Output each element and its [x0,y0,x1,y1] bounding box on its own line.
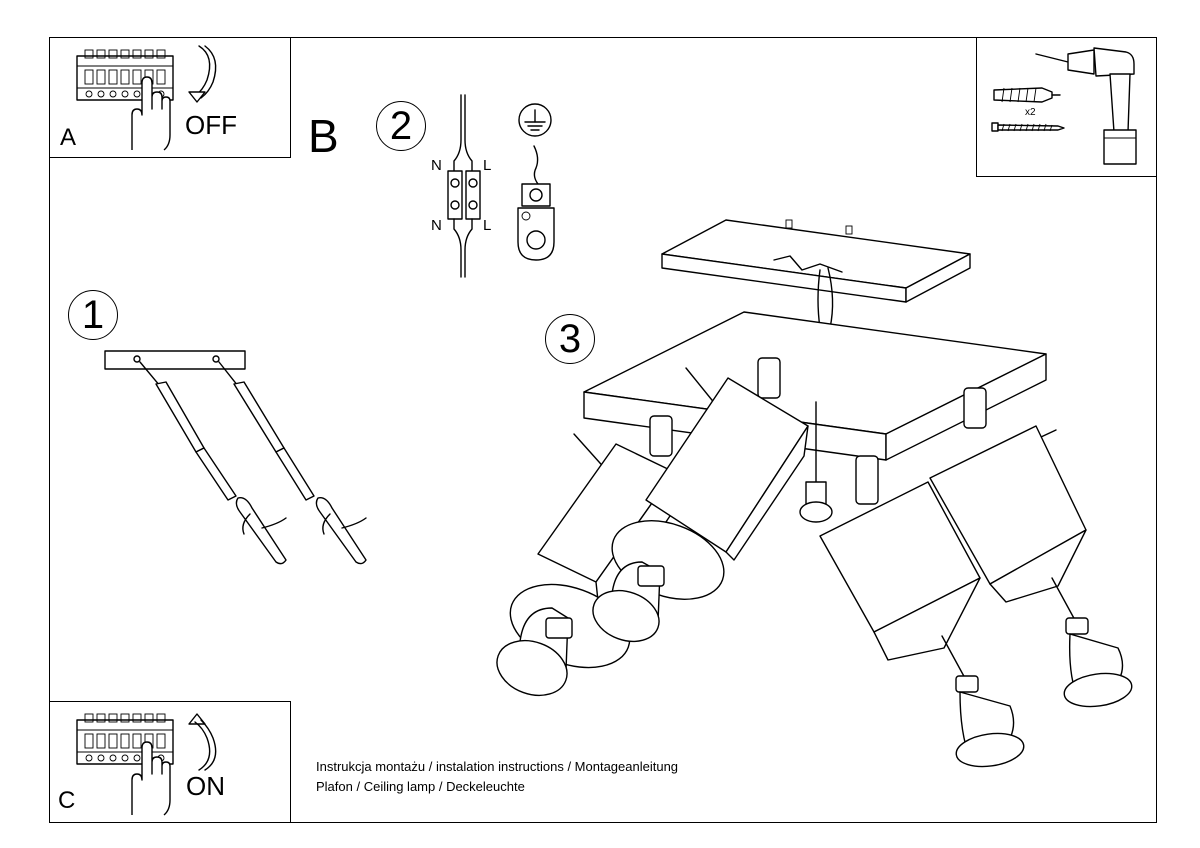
sheet-border [49,37,1157,823]
footer-instructions-title: Instrukcja montażu / instalation instruc… [316,759,679,774]
arrow-up-icon [188,713,217,771]
panel-c-action-label: ON [186,771,225,801]
screw-icon [991,122,1065,132]
panel-c-letter: C [58,787,76,814]
tools-panel [976,37,1157,177]
step-1-number: 1 [81,293,105,337]
panel-a-action-label: OFF [185,110,237,140]
footer-product-name: Plafon / Ceiling lamp / Deckeleuchte [316,779,525,794]
anchor-left [235,497,287,565]
hand-icon [131,741,171,816]
wire-live-bottom: L [483,217,492,234]
ground-icon [517,103,555,261]
step-2-badge: 2 [376,101,426,151]
mounting-bracket [661,219,971,329]
terminal-block-diagram [447,94,481,278]
panel-a-letter: A [60,124,77,151]
lamp-holder-sockets [649,357,987,505]
screw-left [155,381,237,501]
wire-neutral-bottom: N [431,217,442,234]
hand-icon [131,76,171,151]
panel-a-power-off [49,37,291,158]
spotlight-3 [819,481,1025,768]
screw-right [233,381,315,501]
step-1-badge: 1 [68,290,118,340]
panel-c-power-on [49,701,291,823]
anchor-right [315,497,367,565]
connector-plug [799,401,833,523]
step-3-badge: 3 [545,314,595,364]
spotlight-2 [592,367,809,643]
arrow-down-icon [188,45,217,103]
step-3-number: 3 [558,317,582,361]
drill-icon [1035,47,1137,165]
ceiling-lamp-drawing [496,219,1133,768]
wire-live-top: L [483,157,492,174]
mounting-plate-drawing [104,350,367,565]
anchor-quantity-label: x2 [1025,107,1036,118]
wall-plug-icon [993,87,1061,103]
step-2-number: 2 [389,104,413,148]
section-b-letter: B [308,110,339,162]
spotlight-4 [929,425,1133,708]
wire-neutral-top: N [431,157,442,174]
